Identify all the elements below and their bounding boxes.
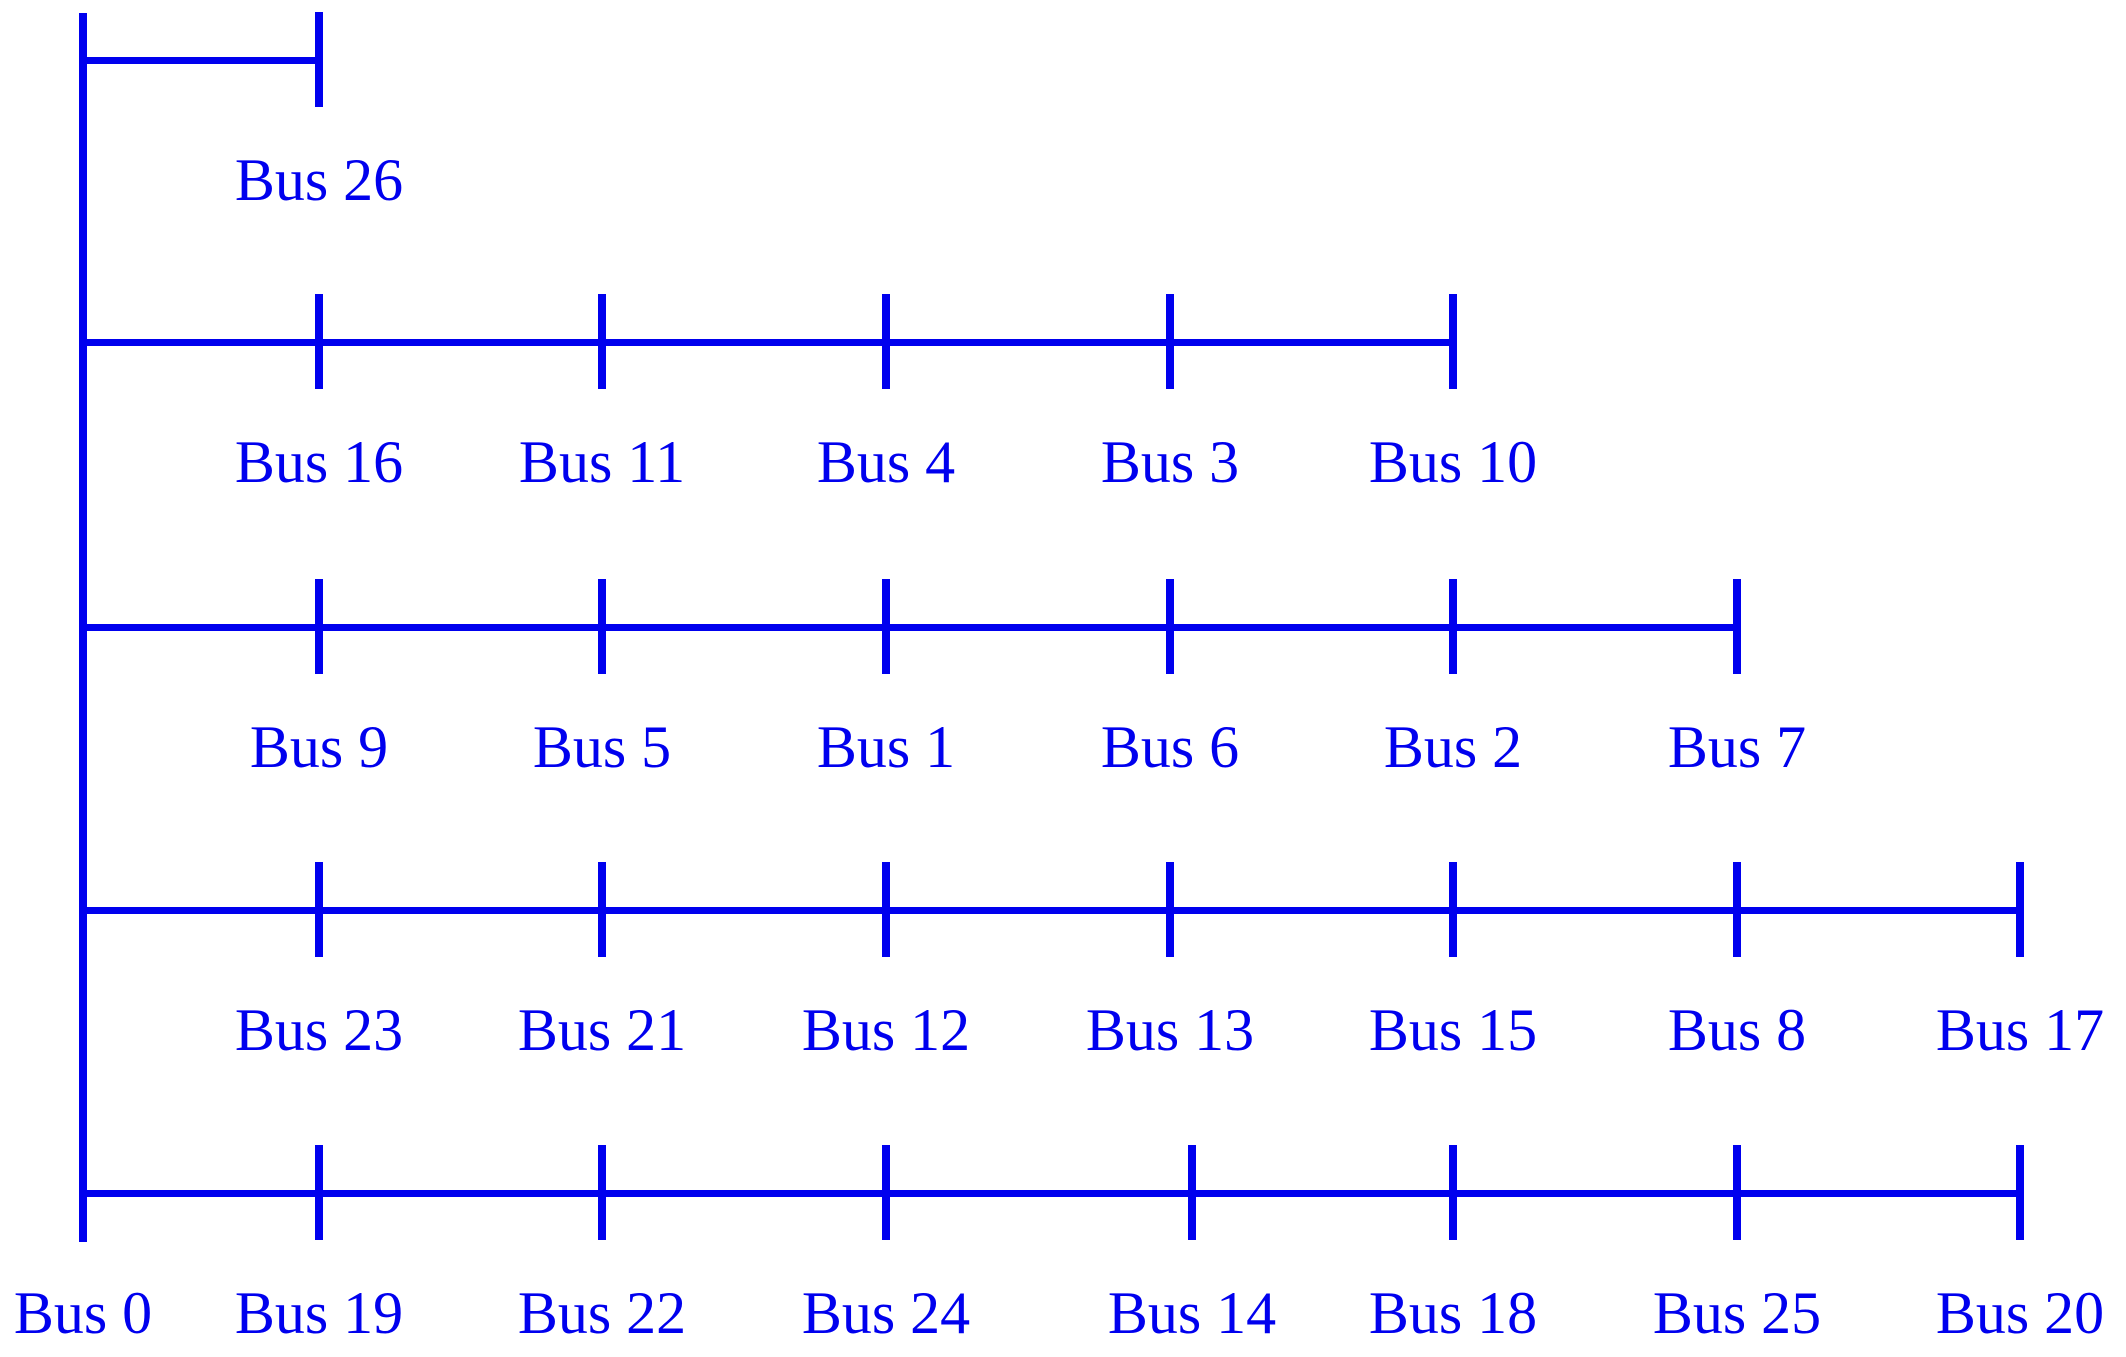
bus-26-label: Bus 26 xyxy=(234,147,404,213)
feeder-3-line xyxy=(80,624,1737,631)
bus-9-tick xyxy=(315,579,323,674)
bus-16-tick xyxy=(315,294,323,389)
bus-18-tick xyxy=(1449,1145,1457,1240)
bus-23-tick xyxy=(315,862,323,957)
bus-21-tick xyxy=(598,862,606,957)
bus-8-label: Bus 8 xyxy=(1667,997,1807,1063)
bus-13-tick xyxy=(1166,862,1174,957)
bus-12-label: Bus 12 xyxy=(801,997,971,1063)
bus-23-label: Bus 23 xyxy=(234,997,404,1063)
bus-8-tick xyxy=(1733,862,1741,957)
bus-11-tick xyxy=(598,294,606,389)
bus-17-label: Bus 17 xyxy=(1935,997,2105,1063)
bus-1-tick xyxy=(882,579,890,674)
bus-6-tick xyxy=(1166,579,1174,674)
bus-15-tick xyxy=(1449,862,1457,957)
bus-25-label: Bus 25 xyxy=(1652,1280,1822,1346)
bus-7-label: Bus 7 xyxy=(1667,714,1807,780)
feeder-2-line xyxy=(80,339,1453,346)
bus-20-tick xyxy=(2016,1145,2024,1240)
feeder-1-line xyxy=(80,57,319,64)
bus-3-tick xyxy=(1166,294,1174,389)
bus-15-label: Bus 15 xyxy=(1368,997,1538,1063)
bus-4-tick xyxy=(882,294,890,389)
bus-10-label: Bus 10 xyxy=(1368,429,1538,495)
bus-25-tick xyxy=(1733,1145,1741,1240)
bus-21-label: Bus 21 xyxy=(517,997,687,1063)
bus-14-tick xyxy=(1188,1145,1196,1240)
bus-0-label: Bus 0 xyxy=(13,1280,153,1346)
bus-9-label: Bus 9 xyxy=(249,714,389,780)
bus-13-label: Bus 13 xyxy=(1085,997,1255,1063)
bus-24-tick xyxy=(882,1145,890,1240)
feeder-4-line xyxy=(80,907,2020,914)
feeder-5-line xyxy=(80,1190,2020,1197)
bus-2-label: Bus 2 xyxy=(1383,714,1523,780)
bus-22-tick xyxy=(598,1145,606,1240)
bus-11-label: Bus 11 xyxy=(518,429,686,495)
bus-4-label: Bus 4 xyxy=(816,429,956,495)
bus-6-label: Bus 6 xyxy=(1100,714,1240,780)
bus-19-tick xyxy=(315,1145,323,1240)
bus-7-tick xyxy=(1733,579,1741,674)
bus-5-tick xyxy=(598,579,606,674)
bus-17-tick xyxy=(2016,862,2024,957)
bus-18-label: Bus 18 xyxy=(1368,1280,1538,1346)
bus-2-tick xyxy=(1449,579,1457,674)
bus-5-label: Bus 5 xyxy=(532,714,672,780)
bus-26-tick xyxy=(315,12,323,107)
bus-19-label: Bus 19 xyxy=(234,1280,404,1346)
bus-24-label: Bus 24 xyxy=(801,1280,971,1346)
bus-16-label: Bus 16 xyxy=(234,429,404,495)
bus-10-tick xyxy=(1449,294,1457,389)
bus-14-label: Bus 14 xyxy=(1107,1280,1277,1346)
bus-22-label: Bus 22 xyxy=(517,1280,687,1346)
bus-12-tick xyxy=(882,862,890,957)
bus-20-label: Bus 20 xyxy=(1935,1280,2105,1346)
bus-3-label: Bus 3 xyxy=(1100,429,1240,495)
bus-1-label: Bus 1 xyxy=(816,714,956,780)
